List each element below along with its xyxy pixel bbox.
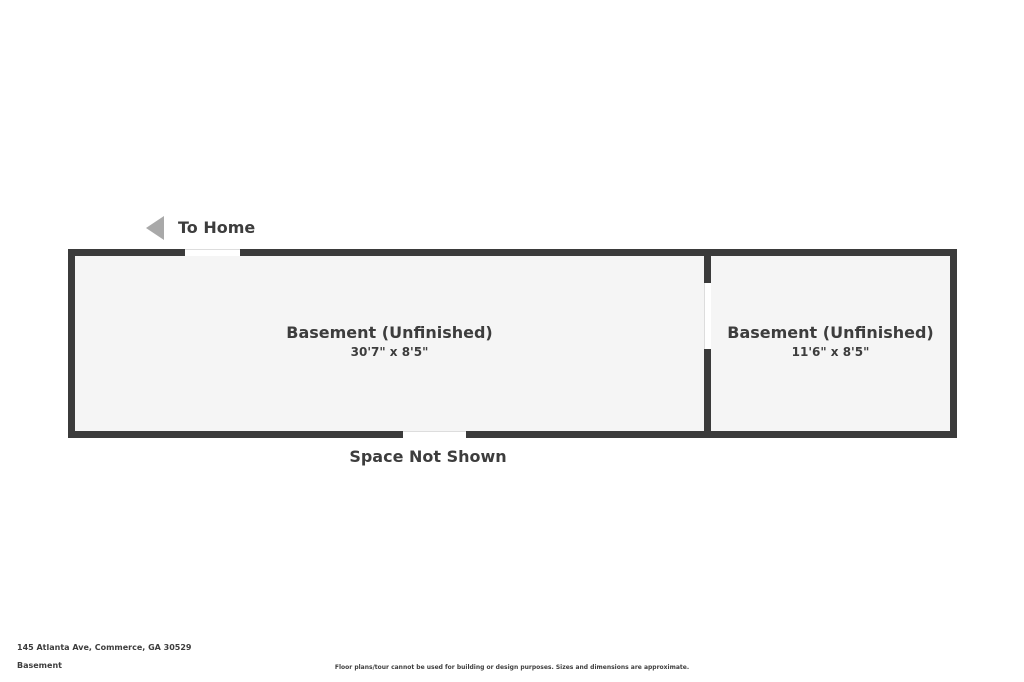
room-dimensions-large: 30'7" x 8'5" xyxy=(350,345,429,359)
door-opening-partition xyxy=(704,283,711,349)
footer-address: 145 Atlanta Ave, Commerce, GA 30529 xyxy=(17,643,192,652)
room-basement-large xyxy=(68,249,711,438)
to-home-label: To Home xyxy=(178,218,256,237)
footer-disclaimer: Floor plans/tour cannot be used for buil… xyxy=(334,664,690,671)
space-not-shown-label: Space Not Shown xyxy=(349,447,507,466)
door-opening-bottom xyxy=(403,431,466,438)
door-opening-top xyxy=(185,249,240,256)
room-name-large: Basement (Unfinished) xyxy=(286,323,493,342)
footer-level: Basement xyxy=(17,661,62,670)
left-arrow-icon xyxy=(146,216,164,240)
room-name-small: Basement (Unfinished) xyxy=(727,323,934,342)
room-basement-small xyxy=(704,249,957,438)
room-dimensions-small: 11'6" x 8'5" xyxy=(791,345,870,359)
